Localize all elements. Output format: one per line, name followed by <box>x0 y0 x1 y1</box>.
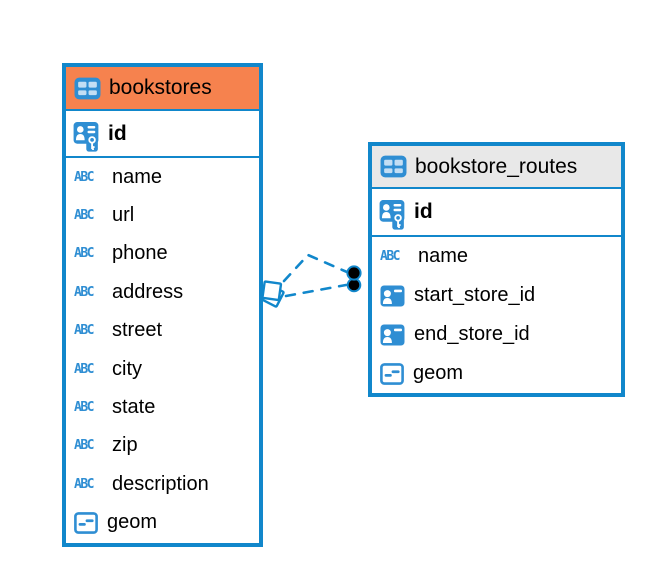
text-type-icon: ABC <box>74 208 94 224</box>
relationship-endpoint-dots <box>346 265 362 293</box>
table-bookstore-routes[interactable]: bookstore_routes id ABC name start_store… <box>368 142 625 397</box>
column-row[interactable]: ABC name <box>66 158 259 196</box>
table-title: bookstore_routes <box>415 154 578 178</box>
column-row-primary-key[interactable]: id <box>372 189 621 237</box>
table-icon <box>380 155 407 178</box>
column-name: street <box>112 319 163 342</box>
endpoint-dot-lower <box>346 277 362 293</box>
column-name: end_store_id <box>414 323 530 345</box>
column-name: geom <box>107 511 158 534</box>
geometry-type-icon <box>74 512 98 534</box>
table-title: bookstores <box>109 76 212 99</box>
text-type-icon: ABC <box>74 323 94 339</box>
column-name: id <box>414 200 433 223</box>
table-header[interactable]: bookstore_routes <box>372 146 621 189</box>
column-row[interactable]: geom <box>372 354 621 393</box>
column-row[interactable]: end_store_id <box>372 315 621 354</box>
text-type-icon: ABC <box>74 438 94 454</box>
column-row[interactable]: ABC description <box>66 465 259 503</box>
foreign-key-type-icon <box>380 285 405 307</box>
column-row[interactable]: geom <box>66 504 259 542</box>
column-row[interactable]: ABC phone <box>66 235 259 273</box>
column-name: name <box>418 245 469 267</box>
text-type-icon: ABC <box>74 246 94 262</box>
column-list: ABC name ABC url ABC phone ABC address A… <box>66 158 259 542</box>
relationship-diamond-icon <box>260 280 285 308</box>
column-name: geom <box>413 362 464 384</box>
relationship-line-lower[interactable] <box>284 283 348 298</box>
text-type-icon: ABC <box>380 249 400 264</box>
column-name: description <box>112 472 209 495</box>
primary-key-icon <box>73 121 100 151</box>
relationship-line-upper[interactable] <box>282 253 349 283</box>
column-row[interactable]: ABC zip <box>66 427 259 465</box>
column-name: id <box>108 121 127 145</box>
geometry-type-icon <box>380 363 404 385</box>
column-name: zip <box>112 434 138 457</box>
column-row[interactable]: start_store_id <box>372 276 621 315</box>
primary-key-icon <box>379 199 406 229</box>
column-row[interactable]: ABC name <box>372 237 621 276</box>
column-row-primary-key[interactable]: id <box>66 111 259 158</box>
column-list: ABC name start_store_id end_store_id ge <box>372 237 621 393</box>
foreign-key-type-icon <box>380 324 405 346</box>
column-row[interactable]: ABC street <box>66 312 259 350</box>
endpoint-dot-upper <box>346 265 362 281</box>
column-row[interactable]: ABC address <box>66 273 259 311</box>
column-name: city <box>112 357 142 380</box>
column-row[interactable]: ABC url <box>66 196 259 234</box>
column-name: state <box>112 396 156 419</box>
column-name: address <box>112 280 184 303</box>
column-row[interactable]: ABC city <box>66 350 259 388</box>
column-row[interactable]: ABC state <box>66 388 259 426</box>
text-type-icon: ABC <box>74 169 94 185</box>
column-name: phone <box>112 242 168 265</box>
column-name: name <box>112 165 163 188</box>
text-type-icon: ABC <box>74 400 94 416</box>
text-type-icon: ABC <box>74 361 94 377</box>
column-name: url <box>112 204 135 227</box>
text-type-icon: ABC <box>74 284 94 300</box>
text-type-icon: ABC <box>74 476 94 492</box>
table-bookstores[interactable]: bookstores id ABC name ABC url ABC phone… <box>62 63 263 547</box>
column-name: start_store_id <box>414 284 536 306</box>
table-icon <box>74 77 101 100</box>
table-header[interactable]: bookstores <box>66 67 259 111</box>
